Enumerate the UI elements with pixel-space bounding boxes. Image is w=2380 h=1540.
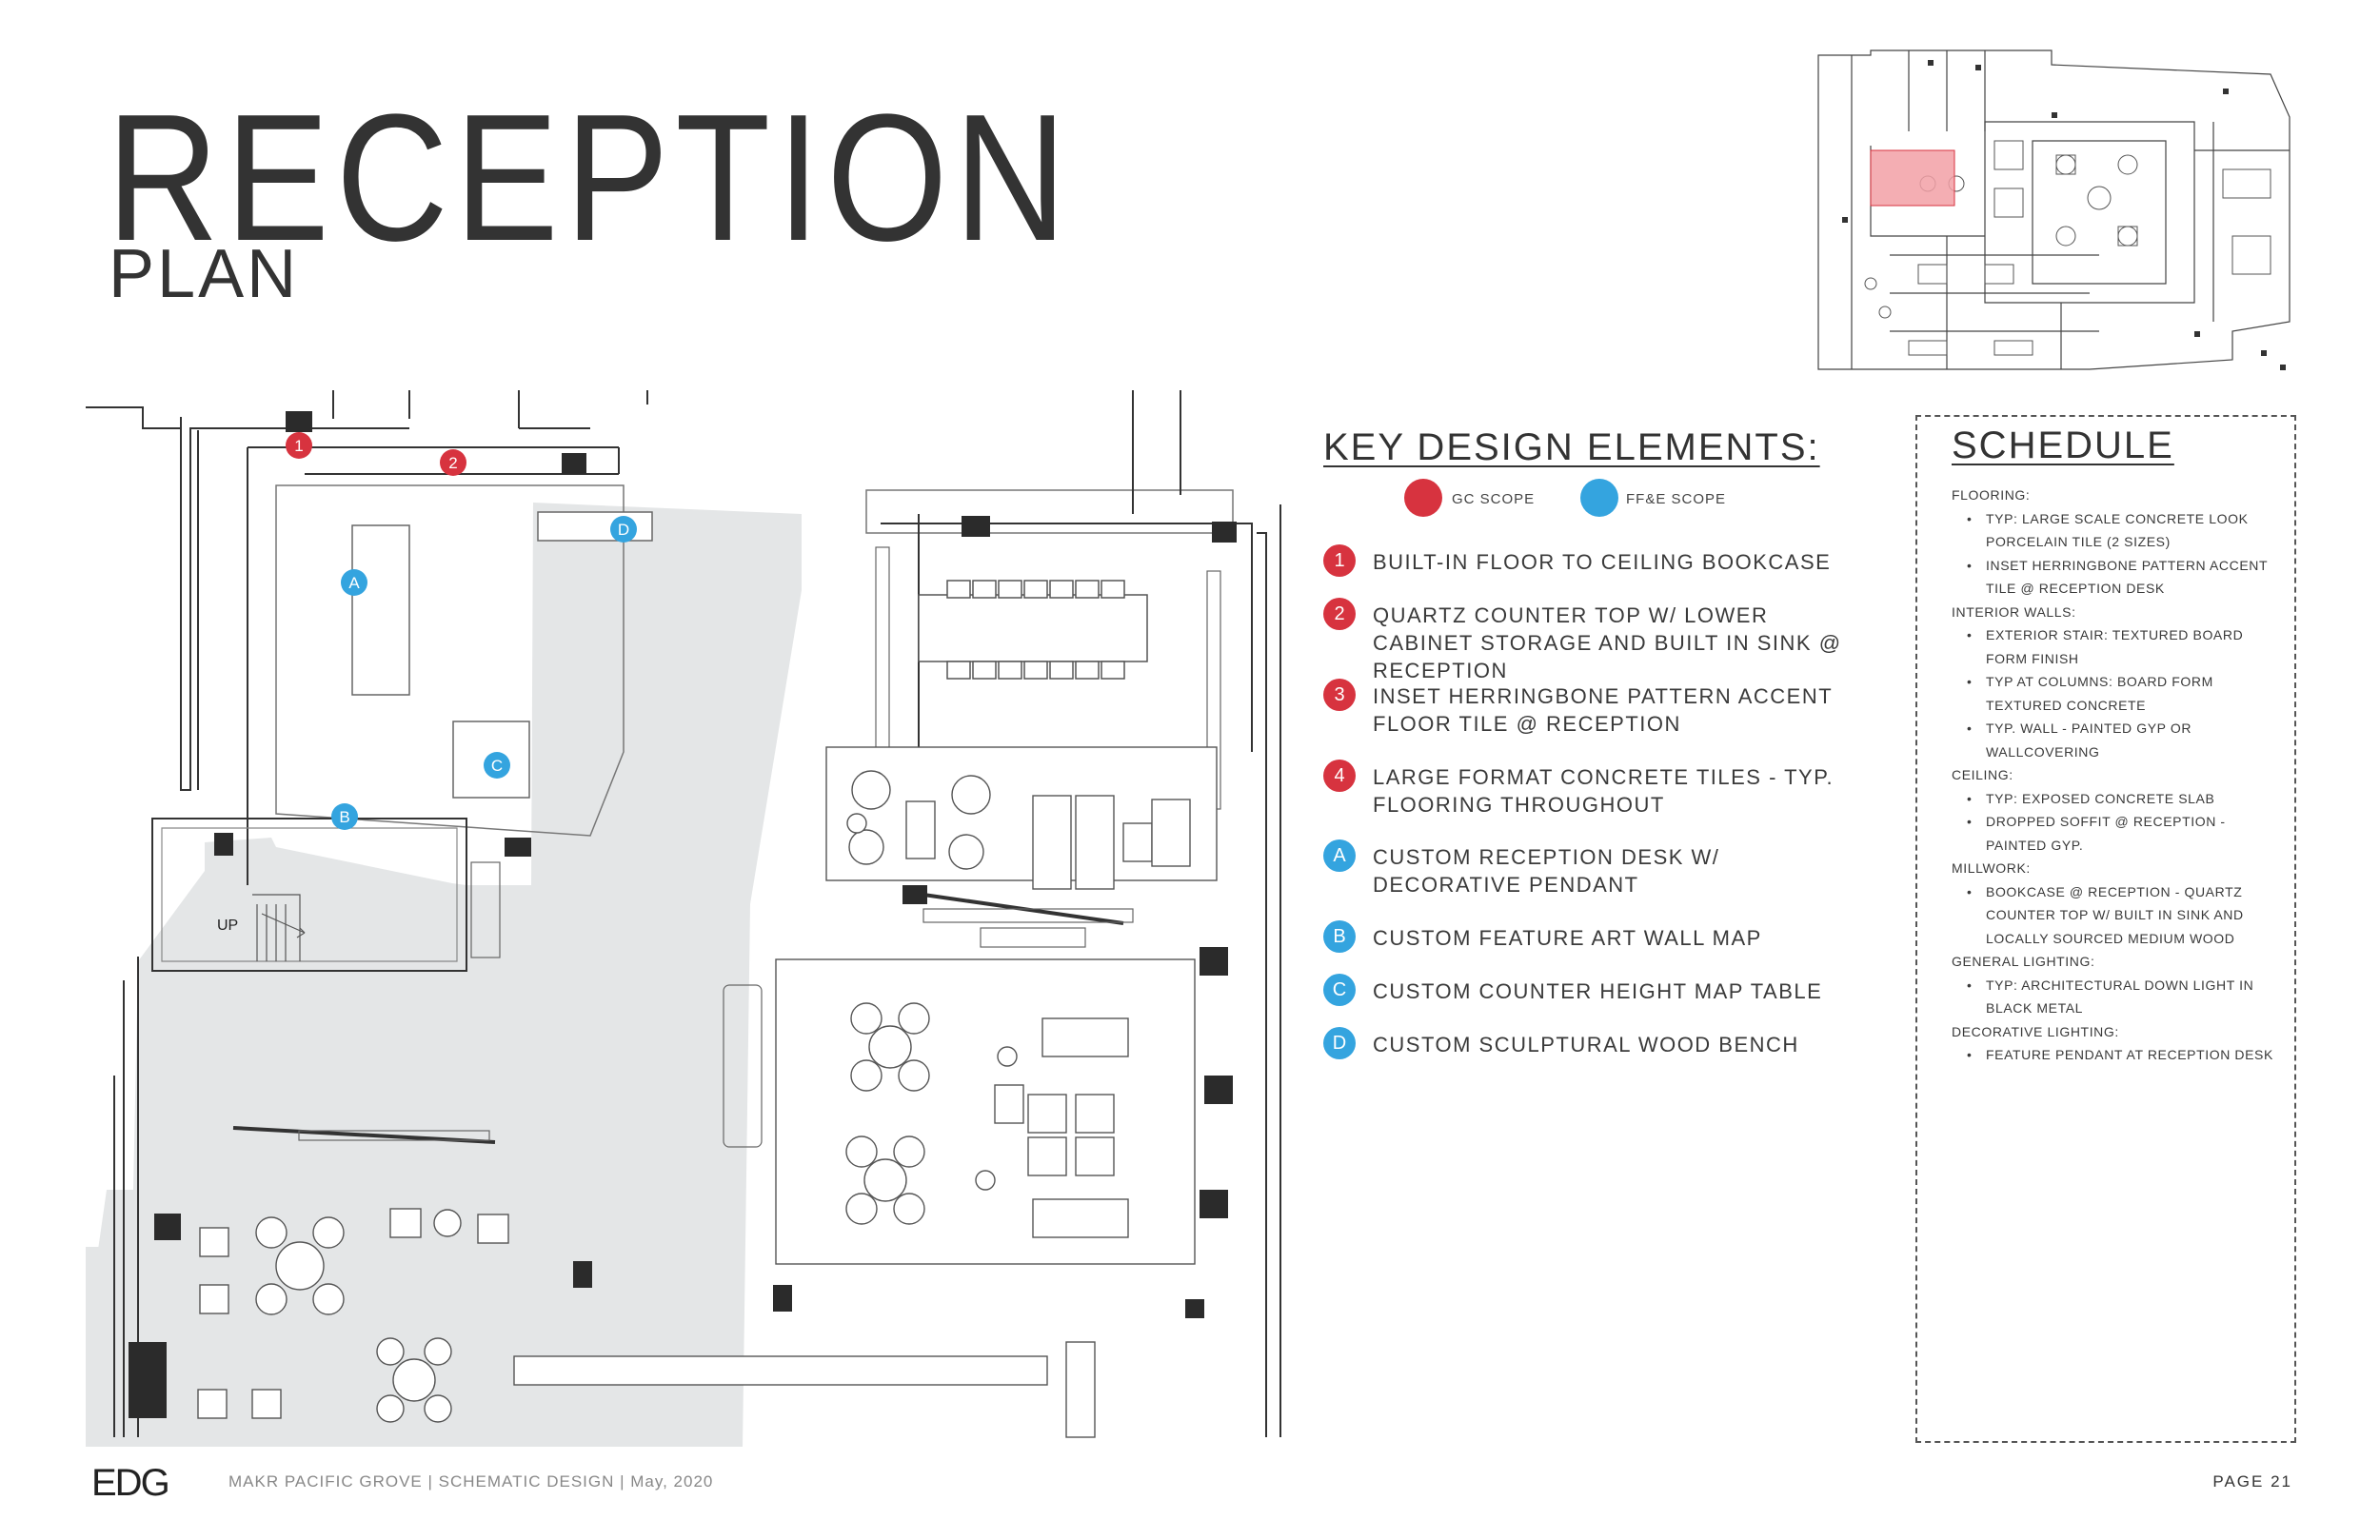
page-number: PAGE 21	[2212, 1472, 2292, 1491]
key-element-marker: 2	[1323, 598, 1356, 630]
schedule-category-millwork: MILLWORK:	[1952, 860, 2031, 876]
footer-project-info: MAKR PACIFIC GROVE | SCHEMATIC DESIGN | …	[228, 1472, 714, 1491]
key-element-marker: 1	[1323, 544, 1356, 577]
schedule-category-general-lighting: GENERAL LIGHTING:	[1952, 954, 2095, 969]
schedule-item: INSET HERRINGBONE PATTERN ACCENT TILE @ …	[1952, 554, 2285, 601]
plan-tag-2: 2	[440, 449, 466, 476]
key-element-marker: C	[1323, 974, 1356, 1006]
key-element-text: CUSTOM FEATURE ART WALL MAP	[1373, 926, 1762, 950]
key-element-marker: D	[1323, 1027, 1356, 1059]
schedule-item: TYP: EXPOSED CONCRETE SLAB	[1952, 787, 2285, 811]
key-element-4: 4 LARGE FORMAT CONCRETE TILES - TYP. FLO…	[1323, 760, 1875, 819]
page-title: RECEPTION	[107, 77, 1074, 279]
svg-text:A: A	[348, 574, 360, 592]
chairs	[946, 580, 1125, 680]
schedule-item: TYP: ARCHITECTURAL DOWN LIGHT IN BLACK M…	[1952, 974, 2285, 1020]
edg-logo: EDG	[91, 1462, 170, 1504]
key-element-a: A CUSTOM RECEPTION DESK W/ DECORATIVE PE…	[1323, 839, 1875, 898]
schedule-category-interior-walls: INTERIOR WALLS:	[1952, 603, 2076, 620]
plan-tag-b: B	[331, 803, 358, 830]
schedule-item: BOOKCASE @ RECEPTION - QUARTZ COUNTER TO…	[1952, 880, 2285, 951]
key-element-marker: B	[1323, 920, 1356, 953]
key-element-marker: 3	[1323, 679, 1356, 711]
key-element-text: CUSTOM RECEPTION DESK W/ DECORATIVE PEND…	[1373, 845, 1720, 897]
lounge-area-west	[197, 1208, 1096, 1438]
key-element-text: CUSTOM SCULPTURAL WOOD BENCH	[1373, 1033, 1799, 1056]
schedule-item: DROPPED SOFFIT @ RECEPTION - PAINTED GYP…	[1952, 810, 2285, 857]
floor-finish-area	[86, 503, 802, 1447]
schedule-item: EXTERIOR STAIR: TEXTURED BOARD FORM FINI…	[1952, 623, 2285, 670]
plan-tag-d: D	[610, 516, 637, 543]
key-element-marker: 4	[1323, 760, 1356, 792]
schedule-category-decorative-lighting: DECORATIVE LIGHTING:	[1952, 1023, 2119, 1039]
svg-text:2: 2	[448, 454, 457, 472]
reception-room-walls	[180, 417, 409, 791]
schedule-item: TYP: LARGE SCALE CONCRETE LOOK PORCELAIN…	[1952, 507, 2285, 554]
stair	[252, 894, 306, 961]
stair-up-label: UP	[217, 918, 238, 934]
plan-tag-1: 1	[286, 432, 312, 459]
key-design-heading: KEY DESIGN ELEMENTS:	[1323, 426, 1820, 468]
svg-text:1: 1	[294, 437, 303, 455]
conference-table	[918, 580, 1148, 680]
key-element-3: 3 INSET HERRINGBONE PATTERN ACCENT FLOOR…	[1323, 679, 1875, 738]
key-element-text: CUSTOM COUNTER HEIGHT MAP TABLE	[1373, 979, 1823, 1003]
plan-tag-a: A	[341, 569, 367, 596]
gc-scope-legend-label: GC SCOPE	[1452, 491, 1536, 507]
key-element-text: INSET HERRINGBONE PATTERN ACCENT FLOOR T…	[1373, 684, 1833, 736]
key-element-marker: A	[1323, 839, 1356, 872]
svg-text:C: C	[491, 757, 503, 775]
key-plan-reception-highlight	[1870, 149, 1955, 207]
key-element-text: LARGE FORMAT CONCRETE TILES - TYP. FLOOR…	[1373, 765, 1835, 817]
svg-text:B: B	[339, 808, 349, 826]
key-element-2: 2 QUARTZ COUNTER TOP W/ LOWER CABINET ST…	[1323, 598, 1875, 684]
ffe-scope-legend-swatch	[1580, 479, 1618, 517]
schedule-item: TYP. WALL - PAINTED GYP OR WALLCOVERING	[1952, 717, 2285, 763]
reception-desk-outline	[351, 524, 410, 696]
key-element-text: BUILT-IN FLOOR TO CEILING BOOKCASE	[1373, 550, 1832, 574]
gc-scope-legend-swatch	[1404, 479, 1442, 517]
key-element-text: QUARTZ COUNTER TOP W/ LOWER CABINET STOR…	[1373, 603, 1842, 682]
schedule-item: TYP AT COLUMNS: BOARD FORM TEXTURED CONC…	[1952, 670, 2285, 717]
key-plan	[1817, 49, 2291, 370]
schedule-panel	[1915, 415, 2296, 1443]
reception-floor-plan: UP	[86, 390, 1281, 1447]
schedule-heading: SCHEDULE	[1952, 424, 2174, 466]
structural-columns	[129, 411, 1237, 1418]
key-element-d: D CUSTOM SCULPTURAL WOOD BENCH	[1323, 1027, 1875, 1059]
schedule-list: FLOORING: TYP: LARGE SCALE CONCRETE LOOK…	[1952, 484, 2285, 1067]
schedule-item: FEATURE PENDANT AT RECEPTION DESK	[1952, 1043, 2285, 1067]
key-element-b: B CUSTOM FEATURE ART WALL MAP	[1323, 920, 1875, 953]
page-subtitle: PLAN	[109, 236, 300, 312]
key-element-c: C CUSTOM COUNTER HEIGHT MAP TABLE	[1323, 974, 1875, 1006]
ffe-scope-legend-label: FF&E SCOPE	[1626, 491, 1727, 507]
svg-text:D: D	[618, 521, 629, 539]
key-element-1: 1 BUILT-IN FLOOR TO CEILING BOOKCASE	[1323, 544, 1875, 577]
schedule-category-ceiling: CEILING:	[1952, 767, 2013, 782]
plan-tag-c: C	[484, 752, 510, 779]
schedule-category-flooring: FLOORING:	[1952, 487, 2031, 503]
lounge-area-lower	[775, 958, 1196, 1265]
lounge-area-upper	[825, 746, 1218, 890]
